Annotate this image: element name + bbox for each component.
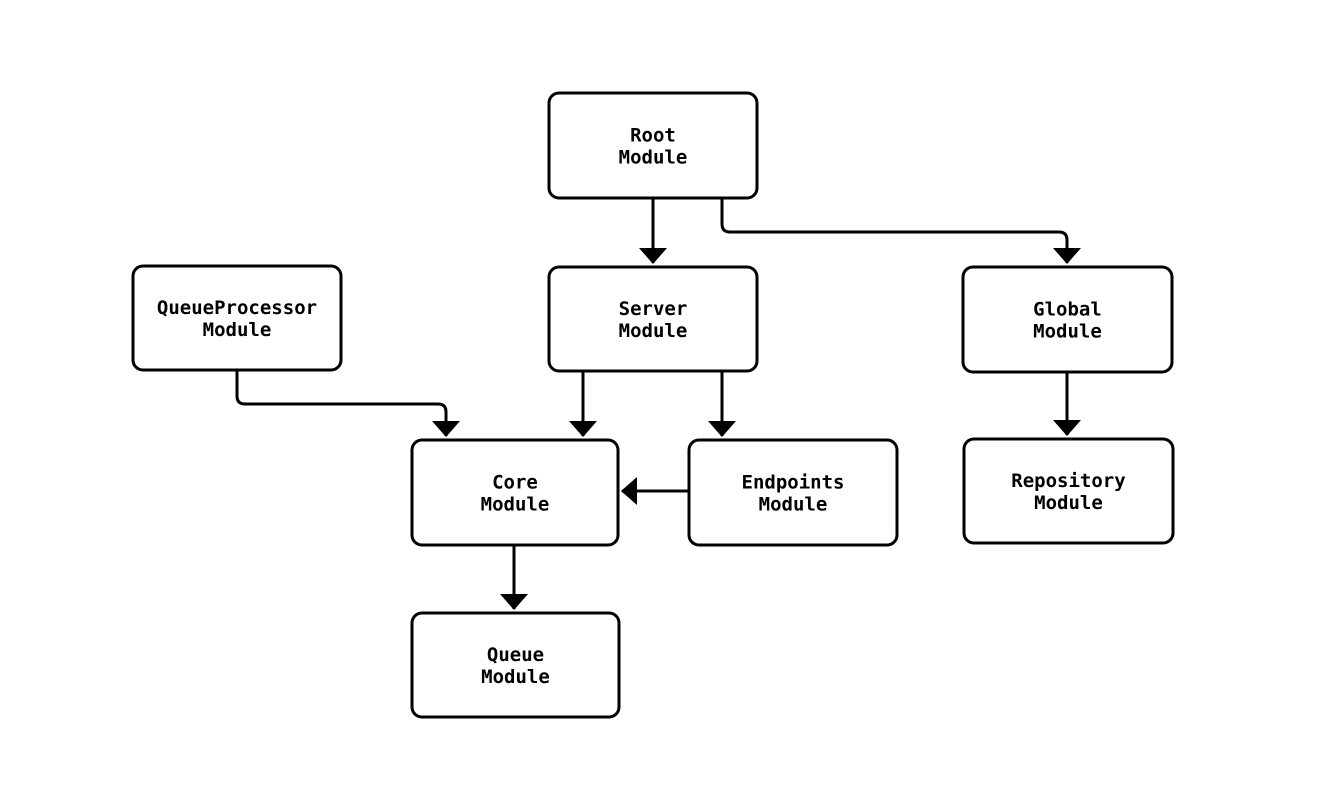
global-module-label-line1: Global xyxy=(1033,299,1102,321)
core-module-label-line1: Core xyxy=(492,472,538,494)
server-module-box xyxy=(547,265,759,373)
repository-module-box xyxy=(962,437,1175,545)
server-module-label-line2: Module xyxy=(619,320,688,342)
queue-module-label-line1: Queue xyxy=(487,644,544,666)
endpoints-module-box xyxy=(687,438,899,547)
root-module-label-line2: Module xyxy=(619,147,688,169)
queueprocessor-module-label-line2: Module xyxy=(203,319,272,341)
server-module-label-line1: Server xyxy=(619,298,688,320)
queue-module-box xyxy=(410,611,621,719)
core-module-label-line2: Module xyxy=(481,494,550,516)
edge-root-to-global xyxy=(720,198,1081,264)
root-module-box xyxy=(547,91,759,200)
queueprocessor-module-box xyxy=(131,264,343,372)
repository-module-label-line1: Repository xyxy=(1011,470,1125,492)
core-module-box xyxy=(410,438,620,547)
endpoints-module-label-line2: Module xyxy=(759,494,828,516)
edge-queueprocessor-to-core xyxy=(235,370,460,437)
endpoints-module-label-line1: Endpoints xyxy=(742,472,845,494)
repository-module-label-line2: Module xyxy=(1034,492,1103,514)
root-module-label-line1: Root xyxy=(630,125,676,147)
global-module-label-line2: Module xyxy=(1033,321,1102,343)
global-module-box xyxy=(961,265,1174,374)
queue-module-label-line2: Module xyxy=(481,666,550,688)
queueprocessor-module-label-line1: QueueProcessor xyxy=(157,297,317,319)
